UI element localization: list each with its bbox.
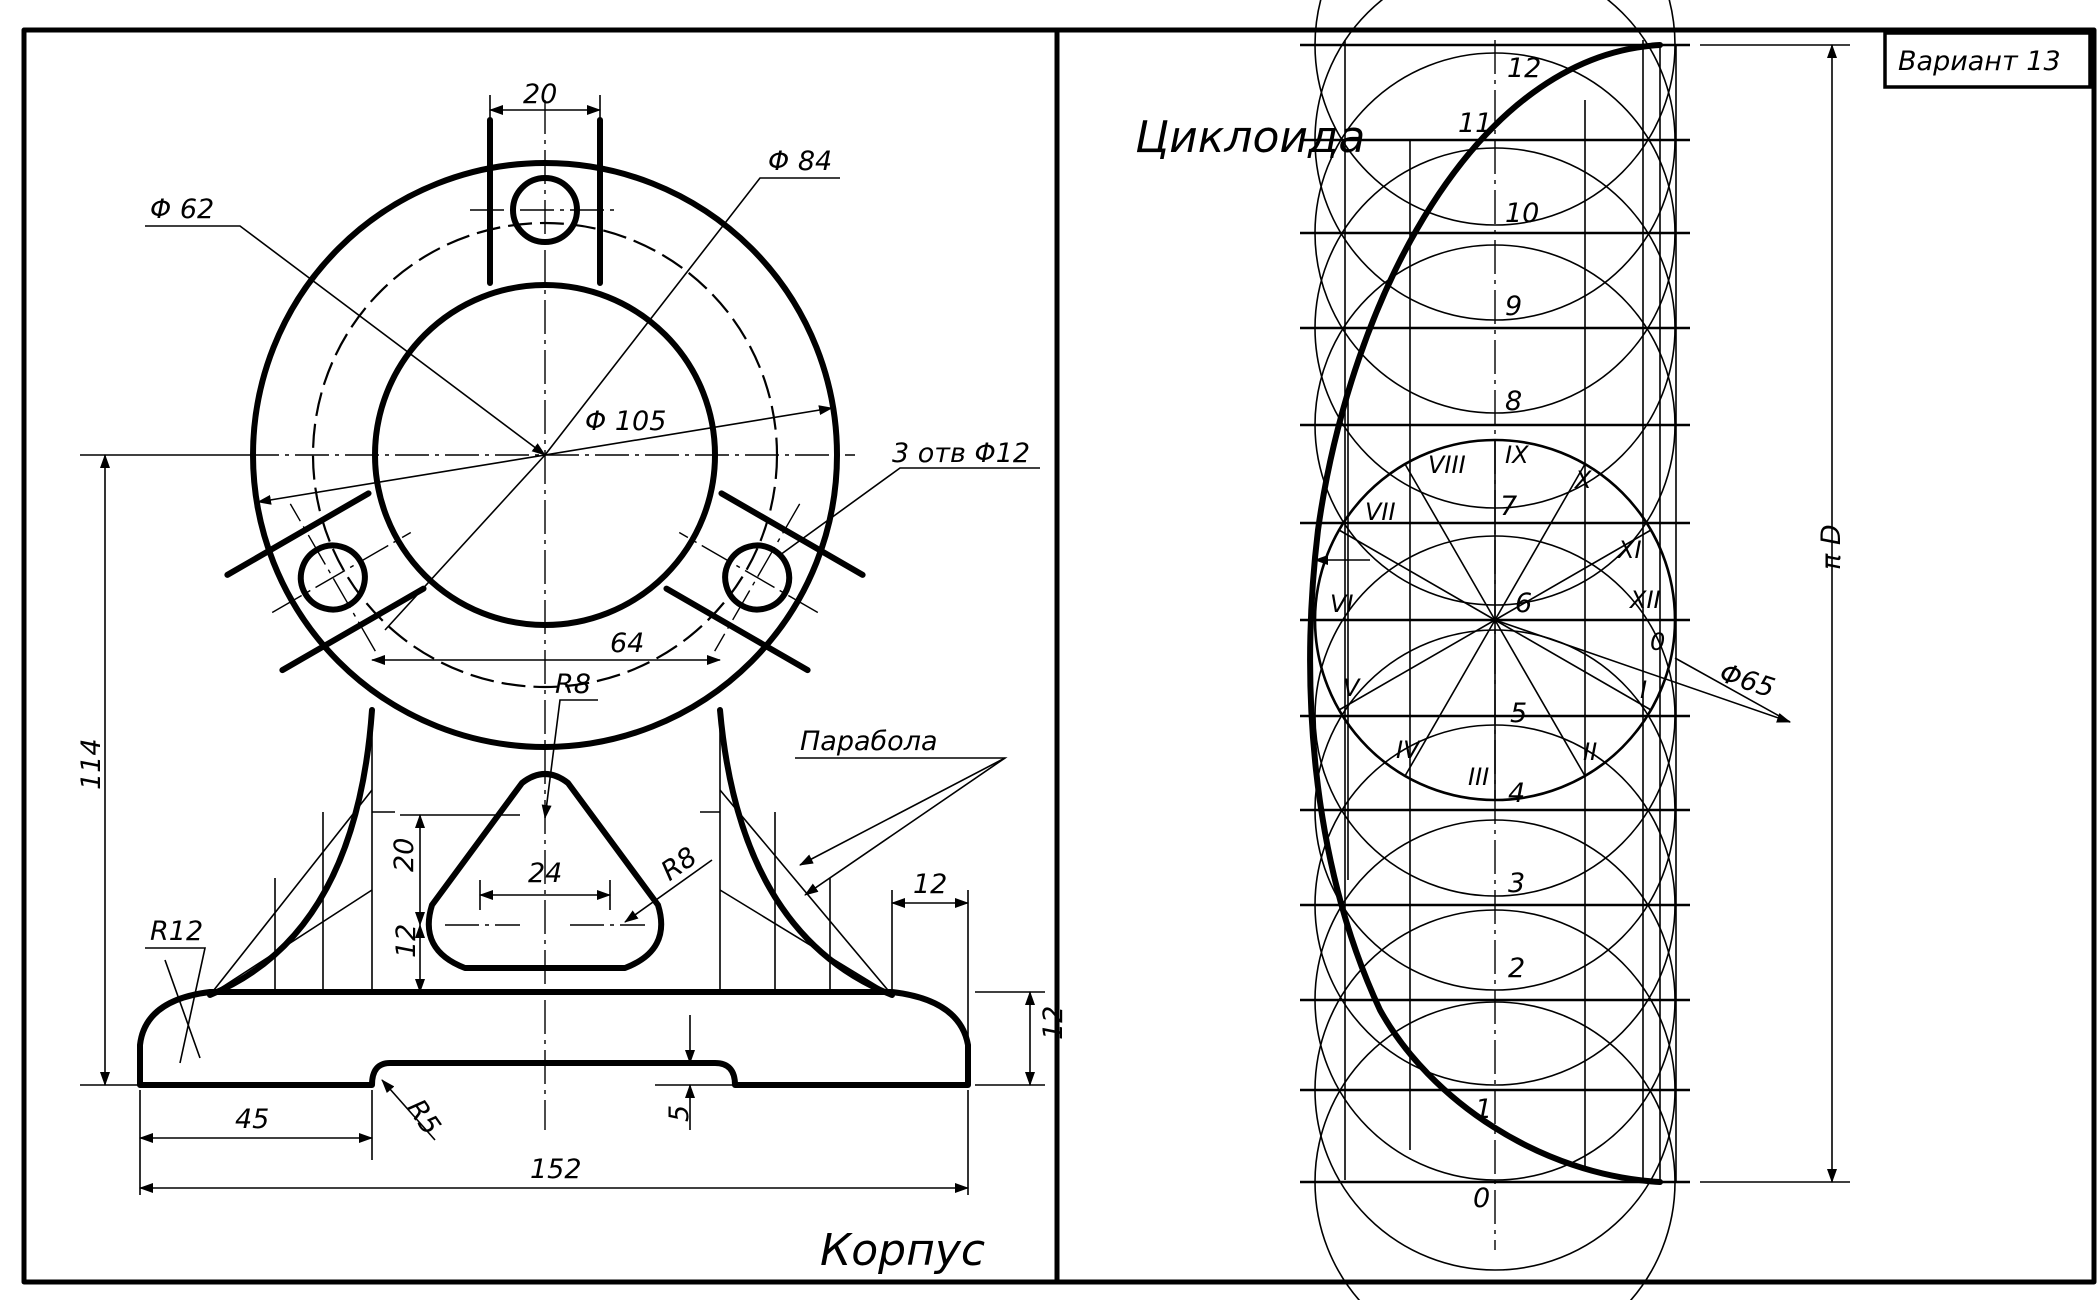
pos-1: 1 [1475,1094,1492,1125]
pos-0: 0 [1473,1183,1490,1214]
sheet-frame [21,27,2097,1285]
pos-4: 4 [1508,778,1525,809]
dim-recess-depth: 5 [664,1105,695,1122]
pt-V: V [1343,674,1361,702]
curve-title-cycloid: Циклоида [1135,112,1365,163]
dim-fillet: R12 [150,916,203,947]
dim-base-height: 12 [1038,1006,1069,1040]
pos-3: 3 [1508,868,1525,899]
pt-VIII: VIII [1428,451,1466,479]
dim-total-length: 152 [530,1154,582,1185]
cycloid-drawing [1300,0,1690,1300]
outer-circle [250,160,840,750]
dim-outer-dia: Φ 105 [585,406,666,437]
base-outline [137,989,971,1088]
parabola-left [207,707,375,998]
pt-II: II [1583,738,1597,766]
pt-XI: XI [1616,536,1642,564]
pt-X: X [1573,466,1592,494]
dim-bolt-circle: Φ 84 [768,146,832,177]
pt-VI: VI [1330,590,1354,618]
cycloid-labels: Циклоида π D Φ65 0 1 2 3 4 5 6 7 8 9 10 … [1135,53,1847,1214]
dim-left-length: 45 [235,1104,269,1135]
pt-IV: IV [1396,736,1421,764]
pos-6: 6 [1515,588,1532,619]
dim-recess-radius: R5 [400,1094,446,1141]
pos-11: 11 [1458,108,1492,139]
dim-inner-dia: Φ 62 [150,194,214,225]
housing-dimensions [80,95,1045,1195]
dim-right-step: 12 [913,869,947,900]
dim-window-radius-top: R8 [555,669,591,700]
dim-total-height: 114 [76,738,107,790]
dim-top-slot: 20 [523,79,557,110]
dim-window-height: 20 [389,838,420,872]
pt-I: I [1640,676,1647,704]
housing-drawing [137,100,971,1130]
pt-0: 0 [1650,628,1665,656]
pt-III: III [1468,763,1489,791]
cycloid-dimensions [1300,44,1850,1183]
pt-VII: VII [1365,498,1396,526]
pos-12: 12 [1507,53,1541,84]
housing-labels: 20 Φ 62 Φ 84 Φ 105 3 отв Φ12 64 R8 24 R8… [76,79,1069,1276]
pt-XII: XII [1628,586,1661,614]
parabola-right [717,707,895,998]
curve-label-parabola: Парабола [800,726,938,757]
dim-window-width: 24 [528,858,562,889]
triangular-window [425,771,665,971]
pos-8: 8 [1505,386,1522,417]
part-title: Корпус [820,1225,985,1276]
pos-10: 10 [1505,198,1539,229]
variant-label: Вариант 13 [1898,46,2061,77]
pos-9: 9 [1505,291,1522,322]
dim-holes: 3 отв Φ12 [892,438,1030,469]
dim-span: 64 [610,628,644,659]
length-label: π D [1816,524,1847,570]
cycloid-curve [1307,42,1663,1185]
dim-window-offset: 12 [391,924,422,958]
pos-2: 2 [1508,953,1525,984]
pt-IX: IX [1505,441,1529,469]
pos-7: 7 [1500,491,1517,522]
pos-5: 5 [1510,698,1527,729]
dim-window-radius-right: R8 [656,841,703,887]
